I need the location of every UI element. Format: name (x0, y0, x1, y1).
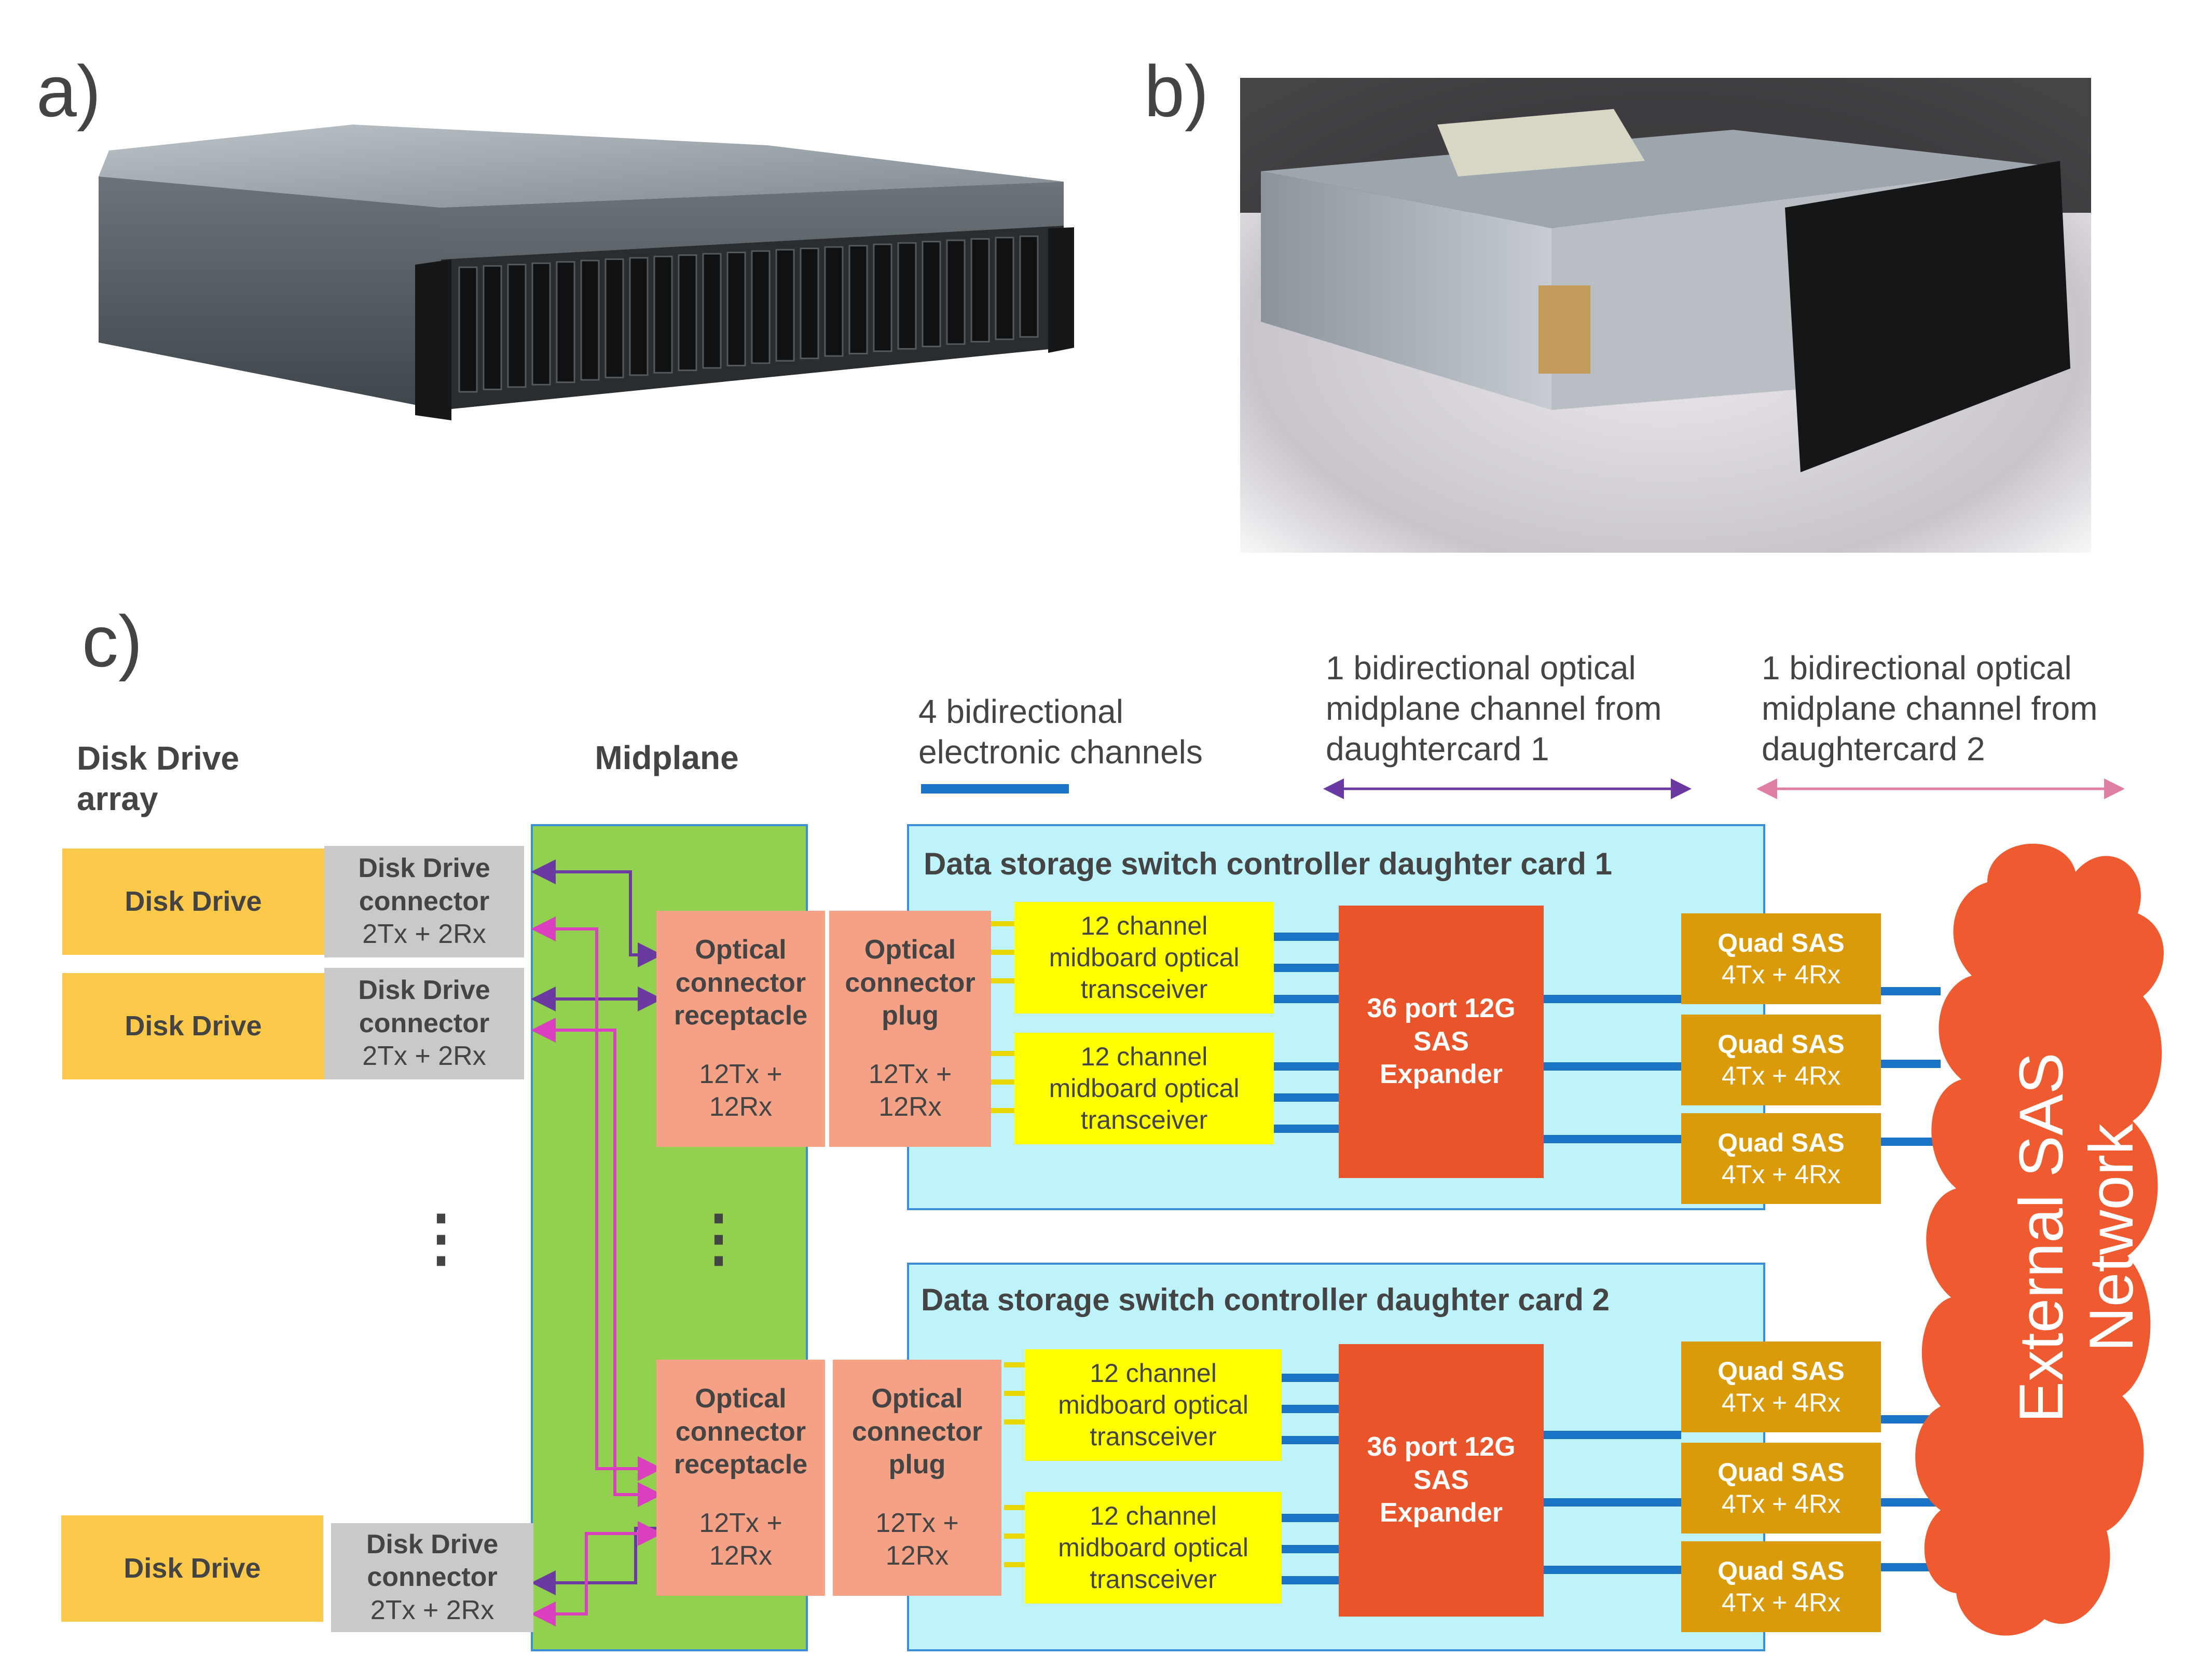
receptacle-label: Optical connector receptacle (674, 935, 808, 1031)
port-label: Quad SAS (1718, 1356, 1845, 1386)
receptacle-lanes: 12Tx + 12Rx (699, 1508, 782, 1571)
quad-sas-port-2c: Quad SAS 4Tx + 4Rx (1681, 1541, 1881, 1632)
drive-bay (483, 265, 502, 390)
drive-bay (556, 261, 575, 384)
receptacle-label: Optical connector receptacle (674, 1384, 808, 1480)
drive-bay (507, 264, 527, 388)
disk-drive-connector-3: Disk Drive connector 2Tx + 2Rx (331, 1523, 533, 1632)
drive-bay (922, 241, 941, 348)
transceiver-pins (991, 921, 1025, 1567)
drive-bay (702, 253, 722, 369)
receptacle-lanes: 12Tx + 12Rx (699, 1059, 782, 1123)
drive-bay (751, 250, 771, 364)
transceiver-1a: 12 channel midboard optical transceiver (1014, 902, 1274, 1014)
port-label: Quad SAS (1718, 1457, 1845, 1487)
connector-label: Disk Drive connector (358, 975, 490, 1038)
drive-bay (678, 254, 697, 372)
external-sas-network-cloud (1915, 843, 2164, 1636)
port-label: Quad SAS (1718, 1128, 1845, 1157)
optical-routes-dc2 (531, 916, 663, 1626)
plug-label: Optical connector plug (851, 1384, 983, 1480)
port-lanes: 4Tx + 4Rx (1721, 1587, 1841, 1617)
disk-drive-1: Disk Drive (62, 848, 324, 955)
drive-bays (458, 235, 1039, 393)
connector-label: Disk Drive connector (366, 1529, 499, 1593)
disk-drive-connector-1: Disk Drive connector 2Tx + 2Rx (324, 846, 524, 957)
sas-expander-1: 36 port 12G SAS Expander (1339, 906, 1544, 1178)
connector-label: Disk Drive connector (358, 853, 490, 916)
drive-bay (873, 243, 892, 352)
port-lanes: 4Tx + 4Rx (1721, 1388, 1841, 1417)
port-lanes: 4Tx + 4Rx (1721, 1159, 1841, 1189)
optical-connector-receptacle-2: Optical connector receptacle 12Tx + 12Rx (656, 1360, 825, 1596)
quad-sas-port-1a: Quad SAS 4Tx + 4Rx (1681, 913, 1881, 1004)
panel-label-c: c) (82, 600, 143, 682)
drive-bay (580, 259, 600, 381)
transceiver-2a: 12 channel midboard optical transceiver (1025, 1349, 1282, 1461)
electronic-links-card-1 (1274, 933, 1941, 1146)
transceiver-1b: 12 channel midboard optical transceiver (1014, 1033, 1274, 1144)
midplane-ellipsis: ⋮ (688, 1202, 750, 1272)
quad-sas-port-1b: Quad SAS 4Tx + 4Rx (1681, 1015, 1881, 1105)
drive-bay (995, 237, 1014, 340)
connector-lanes: 2Tx + 2Rx (362, 919, 486, 950)
network-line-1: External SASNetwork (2007, 1052, 2146, 1423)
plug-lanes: 12Tx + 12Rx (875, 1508, 959, 1571)
disk-drive-connector-2: Disk Drive connector 2Tx + 2Rx (324, 968, 524, 1079)
optical-connector-receptacle-1: Optical connector receptacle 12Tx + 12Rx (656, 911, 825, 1147)
prototype-enclosure-photo (1240, 78, 2091, 553)
port-lanes: 4Tx + 4Rx (1721, 960, 1841, 989)
midplane-header: Midplane (595, 738, 739, 776)
drive-bay (653, 255, 673, 374)
storage-enclosure-photo (99, 125, 1074, 420)
drive-bay (970, 238, 990, 343)
port-label: Quad SAS (1718, 928, 1845, 957)
disk-drive-2: Disk Drive (62, 973, 324, 1079)
drive-bay (531, 262, 551, 386)
drive-bay (897, 242, 917, 350)
drive-bay (775, 249, 795, 362)
panel-label-b: b) (1144, 50, 1209, 132)
quad-sas-port-2a: Quad SAS 4Tx + 4Rx (1681, 1342, 1881, 1432)
quad-sas-port-2b: Quad SAS 4Tx + 4Rx (1681, 1443, 1881, 1534)
drive-bay (800, 248, 819, 360)
port-lanes: 4Tx + 4Rx (1721, 1489, 1841, 1518)
drive-bay (1019, 235, 1039, 338)
disk-drive-array-header: Disk Drive array (77, 739, 240, 817)
drive-bay (824, 246, 844, 357)
optical-dc1-header: 1 bidirectional optical midplane channel… (1326, 649, 1662, 768)
drive-bay (629, 257, 649, 376)
optical-connector-plug-1: Optical connector plug 12Tx + 12Rx (829, 911, 991, 1147)
daughter-card-2-title: Data storage switch controller daughter … (921, 1282, 1610, 1318)
drive-bay (604, 258, 624, 378)
drive-bay (848, 244, 868, 354)
connector-lanes: 2Tx + 2Rx (370, 1595, 494, 1625)
drive-bay (946, 239, 966, 345)
port-label: Quad SAS (1718, 1556, 1845, 1585)
optical-dc2-header: 1 bidirectional optical midplane channel… (1762, 649, 2098, 768)
drive-bay (458, 266, 478, 393)
connector-lanes: 2Tx + 2Rx (362, 1041, 486, 1072)
daughter-card-1 (907, 824, 1765, 1210)
disk-array-ellipsis: ⋮ (410, 1202, 472, 1272)
daughter-card-1-title: Data storage switch controller daughter … (924, 846, 1613, 882)
optical-connector-plug-2: Optical connector plug 12Tx + 12Rx (833, 1360, 1001, 1596)
quad-sas-port-1c: Quad SAS 4Tx + 4Rx (1681, 1113, 1881, 1204)
port-lanes: 4Tx + 4Rx (1721, 1061, 1841, 1090)
transceiver-2b: 12 channel midboard optical transceiver (1025, 1492, 1282, 1604)
electronic-channels-header: 4 bidirectional electronic channels (918, 692, 1203, 771)
port-label: Quad SAS (1718, 1029, 1845, 1059)
panel-label-a: a) (36, 50, 101, 132)
plug-label: Optical connector plug (845, 935, 976, 1031)
sas-expander-2: 36 port 12G SAS Expander (1339, 1344, 1544, 1617)
disk-drive-3: Disk Drive (61, 1515, 323, 1622)
plug-lanes: 12Tx + 12Rx (868, 1059, 952, 1123)
drive-bay (726, 251, 746, 366)
